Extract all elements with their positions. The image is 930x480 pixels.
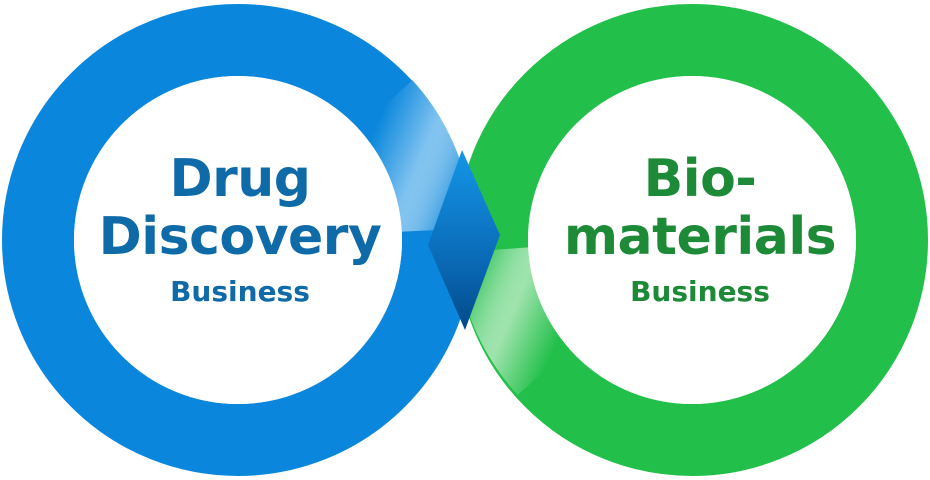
left-title-line1: Drug [169, 149, 311, 209]
drug-discovery-label: Drug Discovery Business [80, 150, 400, 310]
left-title-line2: Discovery [98, 207, 382, 267]
crossing-band [428, 150, 500, 330]
blue-fade-segment [357, 80, 474, 233]
right-subtitle: Business [630, 275, 770, 308]
right-title-line2: materials [563, 207, 837, 267]
left-inner-disk [74, 76, 402, 404]
left-subtitle: Business [170, 275, 310, 308]
green-fade-segment [456, 246, 573, 395]
biomaterials-label: Bio- materials Business [540, 150, 860, 310]
right-title-line1: Bio- [643, 149, 757, 209]
right-inner-disk [528, 76, 856, 404]
